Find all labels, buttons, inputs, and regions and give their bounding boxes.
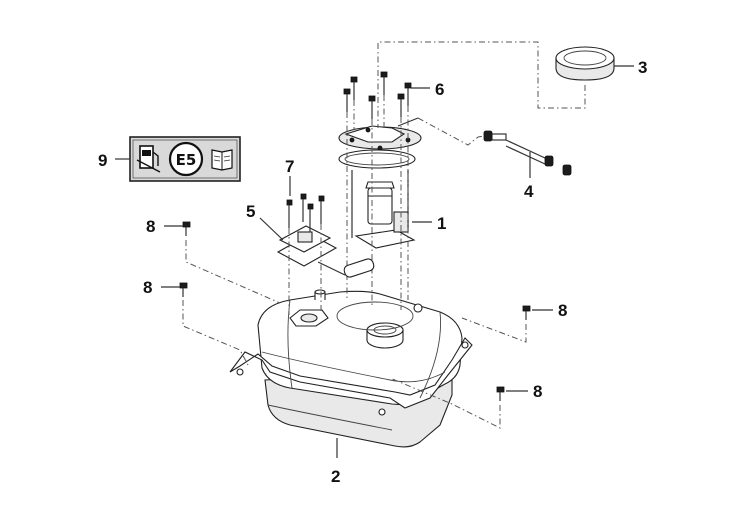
label-8c: 8 — [558, 301, 567, 320]
e5-fuel-grade-icon — [168, 141, 204, 177]
label-8b: 8 — [143, 278, 152, 297]
fuel-pump-icon — [136, 145, 161, 173]
label-7: 7 — [285, 157, 294, 176]
fuel-pump-assembly — [338, 117, 422, 249]
fuel-warning-label: E5 — [129, 136, 241, 182]
label-4: 4 — [524, 182, 534, 201]
label-1: 1 — [437, 214, 446, 233]
flange-bolts — [343, 71, 412, 310]
fuel-hose — [417, 117, 572, 176]
mounting-bolts — [179, 221, 531, 429]
sender-screws — [286, 193, 325, 232]
filler-cap — [377, 41, 615, 128]
label-6: 6 — [435, 80, 444, 99]
fuel-level-sender — [276, 193, 375, 315]
label-3: 3 — [638, 58, 647, 77]
fuel-grade-text: E5 — [176, 151, 197, 169]
manual-book-icon — [211, 149, 233, 171]
fuel-tank — [229, 289, 473, 448]
callout-labels: 1 2 3 4 5 6 7 8 8 8 8 9 — [98, 58, 647, 486]
leader-lines — [115, 65, 634, 458]
label-9: 9 — [98, 151, 107, 170]
label-2: 2 — [331, 467, 340, 486]
label-5: 5 — [246, 202, 255, 221]
label-8a: 8 — [146, 217, 155, 236]
label-8d: 8 — [533, 382, 542, 401]
